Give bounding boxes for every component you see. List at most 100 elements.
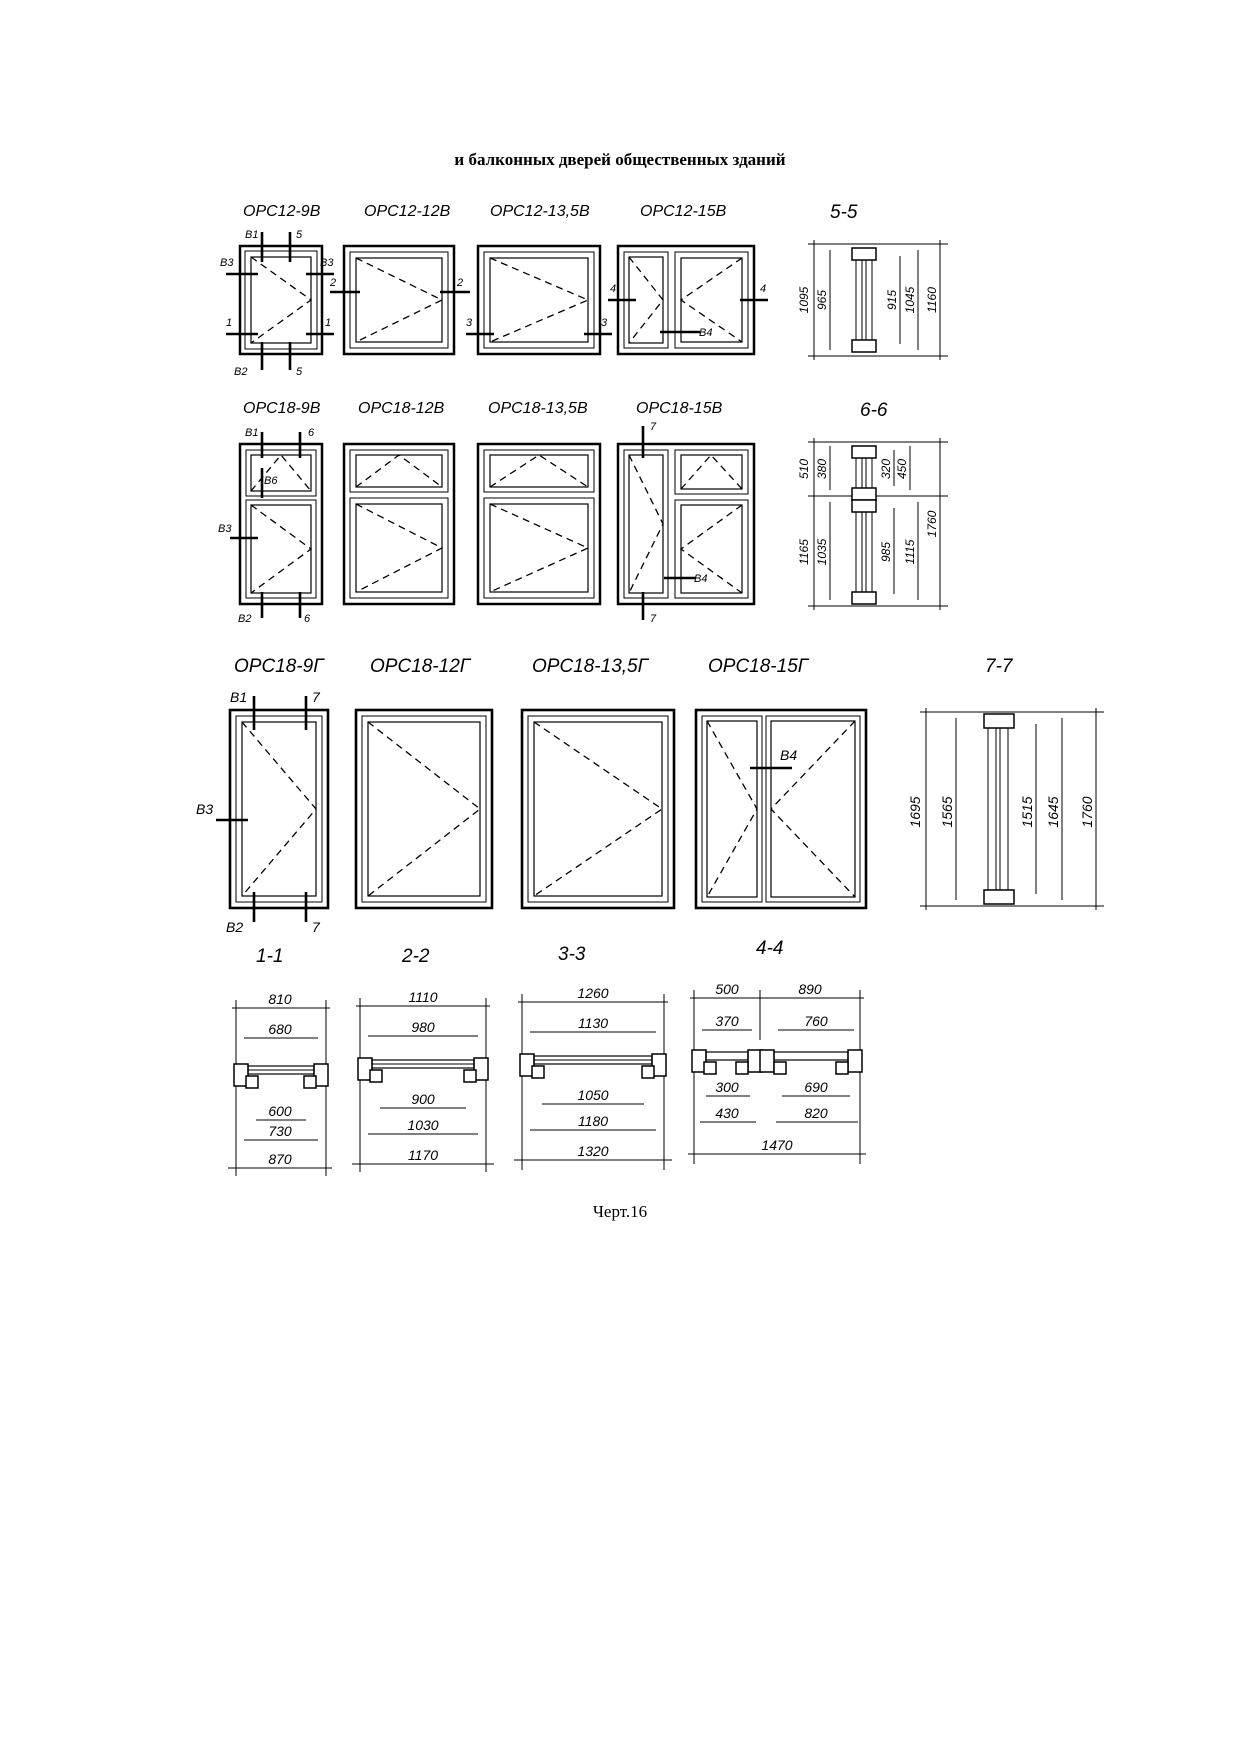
dim-370: 370 xyxy=(715,1013,739,1029)
row3-title-1: ОРС18-9Г xyxy=(234,656,325,677)
row2-title-2: ОРС18-12В xyxy=(358,400,445,417)
section-3-3: 1260 1130 1050 1180 1320 xyxy=(514,985,672,1170)
dim-1050: 1050 xyxy=(577,1087,608,1103)
section-3-3-title: 3-3 xyxy=(558,944,586,965)
mark-b1: В1 xyxy=(245,229,258,241)
dim-1045: 1045 xyxy=(903,286,917,313)
row1-title-1: ОРС12-9В xyxy=(243,203,321,220)
section-2-2: 1110 980 900 1030 1170 xyxy=(352,989,494,1172)
dim-810: 810 xyxy=(268,991,292,1007)
dim-1470: 1470 xyxy=(761,1137,792,1153)
dim-1130: 1130 xyxy=(578,1015,608,1031)
mark-3: 3 xyxy=(466,317,473,329)
dim-1760: 1760 xyxy=(925,510,939,537)
dim-1170: 1170 xyxy=(408,1147,438,1163)
row1-title-4: ОРС12-15В xyxy=(640,203,727,220)
window-ors12-9v: В1 5 В3 В3 1 1 В2 5 xyxy=(220,229,334,378)
dim-1115: 1115 xyxy=(903,539,917,564)
section-4-4: 500 890 370 760 300 690 430 820 1470 xyxy=(688,981,866,1164)
mark-2: 2 xyxy=(329,277,336,289)
mark-b3: В3 xyxy=(220,257,234,269)
section-2-2-title: 2-2 xyxy=(401,946,430,967)
section-7-7: 1695 1565 1515 1645 1760 xyxy=(907,708,1104,910)
window-ors18-9g: В1 7 В3 В2 7 xyxy=(196,689,330,935)
mark-b2: В2 xyxy=(238,613,251,625)
mark-b6: В6 xyxy=(264,475,278,487)
row1-title-2: ОРС12-12В xyxy=(364,203,451,220)
row2-title-3: ОРС18-13,5В xyxy=(488,400,588,417)
document-heading: и балконных дверей общественных зданий xyxy=(454,150,786,169)
dim-600: 600 xyxy=(268,1103,292,1119)
dim-1260: 1260 xyxy=(577,985,608,1001)
dim-820: 820 xyxy=(804,1105,828,1121)
dim-1760: 1760 xyxy=(1079,796,1095,827)
row3-title-2: ОРС18-12Г xyxy=(370,656,472,677)
section-1-1-title: 1-1 xyxy=(256,946,283,967)
dim-980: 980 xyxy=(411,1019,435,1035)
row1-titles: ОРС12-9В ОРС12-12В ОРС12-13,5В ОРС12-15В… xyxy=(243,202,858,223)
mark-5: 5 xyxy=(296,229,303,241)
mark-6: 6 xyxy=(308,427,315,439)
dim-680: 680 xyxy=(268,1021,292,1037)
row3-title-3: ОРС18-13,5Г xyxy=(532,656,650,677)
dim-1515: 1515 xyxy=(1019,796,1035,827)
dim-500: 500 xyxy=(715,981,739,997)
window-ors18-13-5v xyxy=(476,442,602,606)
row4-titles: 1-1 2-2 3-3 4-4 xyxy=(256,938,783,967)
dim-730: 730 xyxy=(268,1123,292,1139)
section-1-1: 810 680 600 730 870 xyxy=(228,991,332,1176)
section-6-6: 510 380 320 450 1165 1035 985 1115 1760 xyxy=(797,438,948,610)
mark-b1: В1 xyxy=(245,427,258,439)
dim-1645: 1645 xyxy=(1045,796,1061,827)
row2-title-1: ОРС18-9В xyxy=(243,400,321,417)
window-ors18-15g: В4 xyxy=(694,708,868,910)
mark-5: 5 xyxy=(296,366,303,378)
mark-b3: В3 xyxy=(320,257,334,269)
mark-b4: В4 xyxy=(699,327,712,339)
dim-900: 900 xyxy=(411,1091,435,1107)
mark-b2: В2 xyxy=(226,919,243,935)
mark-b4: В4 xyxy=(694,573,707,585)
row3-title-4: ОРС18-15Г xyxy=(708,656,810,677)
window-ors12-12v: 2 2 xyxy=(329,244,470,356)
dim-1565: 1565 xyxy=(939,796,955,827)
mark-b2: В2 xyxy=(234,366,247,378)
dim-985: 985 xyxy=(879,542,893,562)
dim-1110: 1110 xyxy=(408,989,437,1005)
row2-title-4: ОРС18-15В xyxy=(636,400,723,417)
section-7-7-title: 7-7 xyxy=(985,656,1014,677)
dim-1160: 1160 xyxy=(925,287,939,313)
dim-320: 320 xyxy=(879,459,893,479)
mark-7: 7 xyxy=(312,689,321,705)
window-ors18-12v xyxy=(342,442,456,606)
window-ors12-15v: 4 4 В4 xyxy=(608,244,768,356)
mark-2: 2 xyxy=(456,277,463,289)
mark-1: 1 xyxy=(226,317,232,329)
dim-1165: 1165 xyxy=(797,539,811,565)
dim-300: 300 xyxy=(715,1079,739,1095)
row3-titles: ОРС18-9Г ОРС18-12Г ОРС18-13,5Г ОРС18-15Г… xyxy=(234,656,1014,677)
mark-3: 3 xyxy=(601,317,608,329)
dim-965: 965 xyxy=(815,290,829,310)
window-ors18-15v: 7 7 В4 xyxy=(616,421,756,625)
dim-1180: 1180 xyxy=(578,1113,608,1129)
mark-b1: В1 xyxy=(230,689,247,705)
mark-7: 7 xyxy=(312,919,321,935)
mark-b3: В3 xyxy=(196,801,213,817)
dim-890: 890 xyxy=(798,981,822,997)
dim-690: 690 xyxy=(804,1079,828,1095)
dim-1030: 1030 xyxy=(407,1117,438,1133)
figure-caption: Черт.16 xyxy=(592,1202,648,1221)
section-4-4-title: 4-4 xyxy=(756,938,783,959)
mark-6: 6 xyxy=(304,613,311,625)
window-ors18-12g xyxy=(354,708,494,910)
dim-760: 760 xyxy=(804,1013,828,1029)
mark-b4: В4 xyxy=(780,747,797,763)
section-5-5: 1095 965 915 1045 1160 xyxy=(797,240,948,360)
row1-title-3: ОРС12-13,5В xyxy=(490,203,590,220)
mark-4: 4 xyxy=(760,283,766,295)
dim-915: 915 xyxy=(885,290,899,310)
dim-510: 510 xyxy=(797,459,811,479)
